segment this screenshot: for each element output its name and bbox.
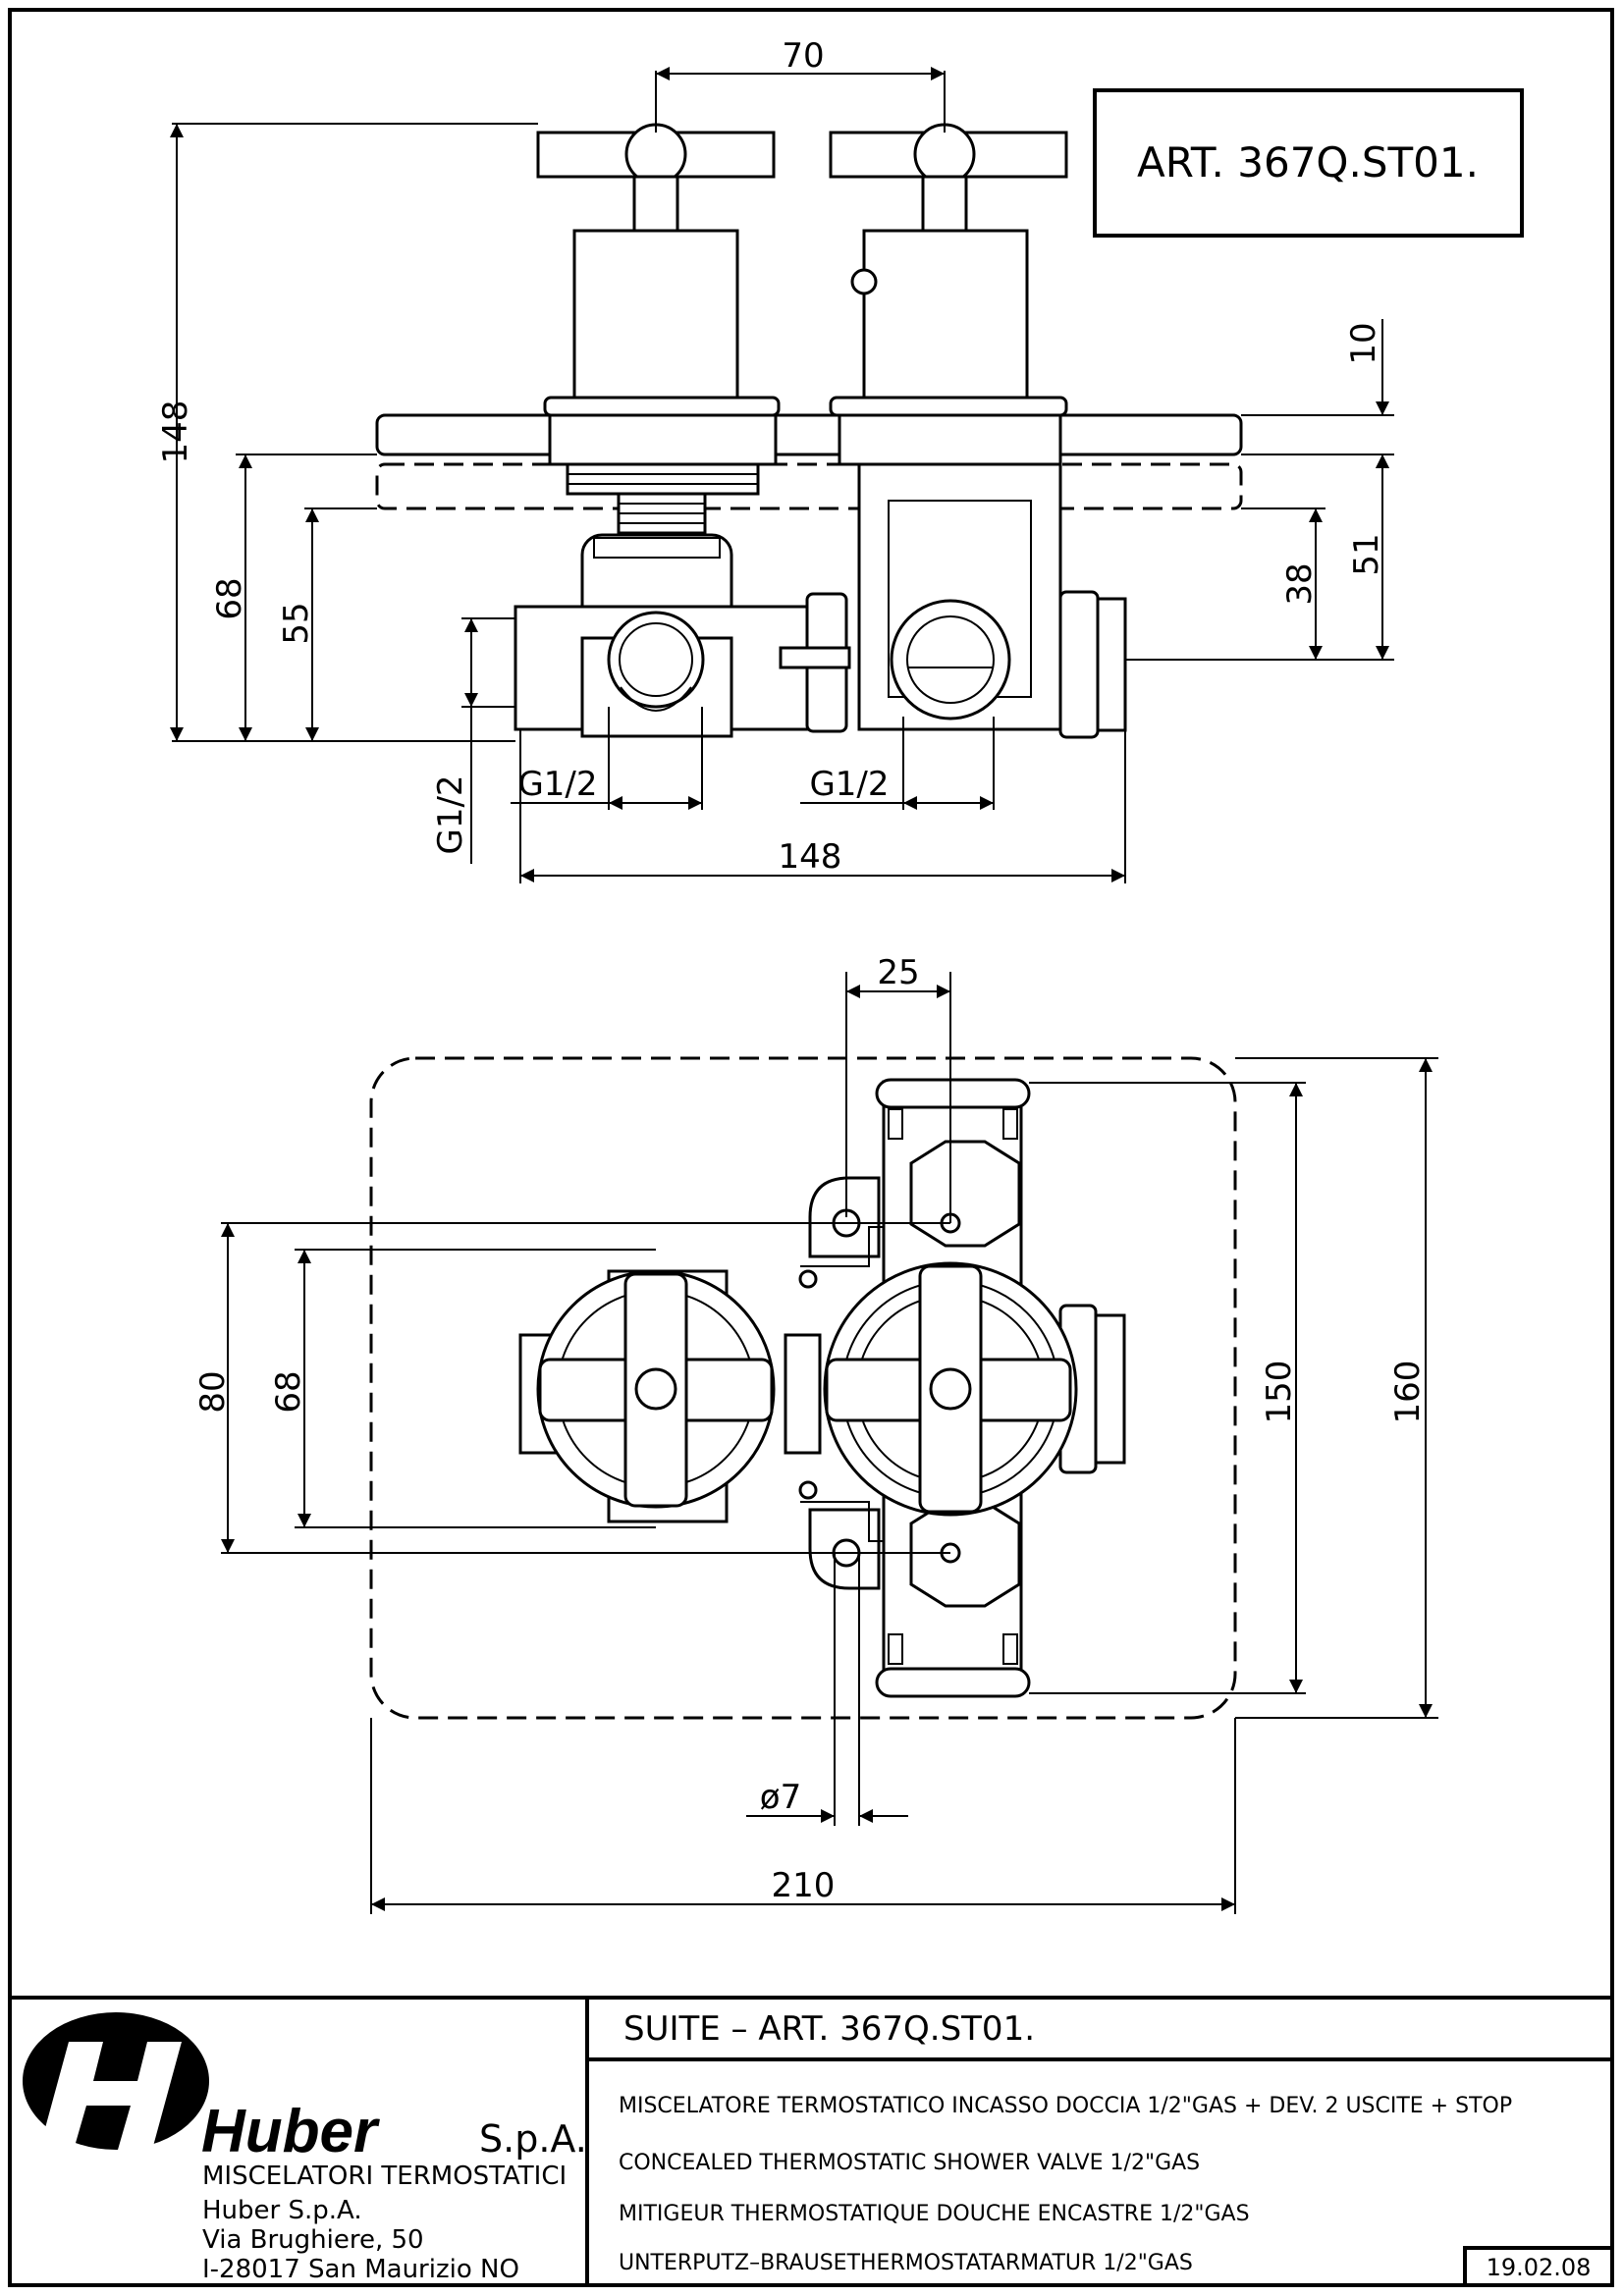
dim-210: 210 <box>772 1866 836 1905</box>
address-line-1: Huber S.p.A. <box>202 2196 362 2225</box>
dim-68-front: 68 <box>269 1370 308 1413</box>
description-french: MITIGEUR THERMOSTATIQUE DOUCHE ENCASTRE … <box>619 2202 1250 2226</box>
dim-38: 38 <box>1280 562 1320 605</box>
front-view-dimensions: 25 80 68 150 160 ø7 210 <box>193 953 1438 1914</box>
side-view <box>375 123 1243 739</box>
product-title: SUITE – ART. 367Q.ST01. <box>623 2009 1035 2049</box>
front-view <box>369 1056 1237 1720</box>
drawing-date: 19.02.08 <box>1487 2254 1592 2281</box>
thread-left: G1/2 <box>517 765 597 804</box>
company-suffix: S.p.A. <box>479 2117 587 2161</box>
dim-148-vertical: 148 <box>156 400 195 464</box>
dim-68-side: 68 <box>210 577 249 619</box>
dim-51: 51 <box>1347 533 1386 575</box>
dim-148-horizontal: 148 <box>779 837 842 877</box>
dim-80: 80 <box>193 1370 233 1413</box>
thread-vertical: G1/2 <box>431 774 470 854</box>
dim-hole-diameter: ø7 <box>760 1778 801 1817</box>
dim-55: 55 <box>277 602 316 644</box>
description-italian: MISCELATORE TERMOSTATICO INCASSO DOCCIA … <box>619 2094 1512 2118</box>
dim-150: 150 <box>1260 1361 1299 1424</box>
thread-right: G1/2 <box>809 765 889 804</box>
address-line-3: I-28017 San Maurizio NO <box>202 2255 519 2284</box>
description-english: CONCEALED THERMOSTATIC SHOWER VALVE 1/2"… <box>619 2151 1200 2175</box>
page-border <box>8 8 1614 2287</box>
huber-logo <box>23 2012 209 2150</box>
dim-160: 160 <box>1388 1361 1428 1424</box>
title-block: Huber S.p.A. MISCELATORI TERMOSTATICI Hu… <box>10 1996 1614 2287</box>
article-number: ART. 367Q.ST01. <box>1137 138 1479 187</box>
article-box <box>1093 88 1524 238</box>
company-tagline: MISCELATORI TERMOSTATICI <box>202 2162 567 2191</box>
side-view-dimensions: 70 148 68 55 10 38 51 G1/2 G1/2 <box>156 36 1394 883</box>
address-line-2: Via Brughiere, 50 <box>202 2225 424 2255</box>
dim-70: 70 <box>782 36 824 76</box>
description-german: UNTERPUTZ–BRAUSETHERMOSTATARMATUR 1/2"GA… <box>619 2251 1193 2275</box>
dim-25: 25 <box>877 953 919 992</box>
dim-10: 10 <box>1344 322 1383 364</box>
company-logo-text: Huber <box>201 2098 380 2165</box>
